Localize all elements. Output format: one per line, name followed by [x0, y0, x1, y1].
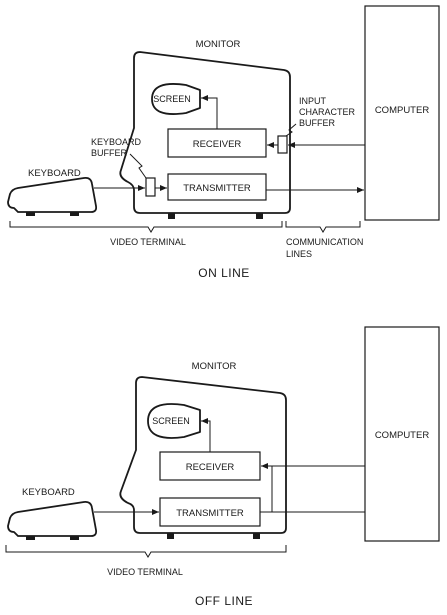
offline-loopback-arrow: [260, 463, 273, 513]
online-receiver-label: RECEIVER: [193, 139, 242, 150]
online-foot-right: [256, 213, 263, 219]
online-caption: ON LINE: [198, 266, 250, 280]
offline-video-terminal-label: VIDEO TERMINAL: [107, 567, 183, 577]
offline-receiver-label: RECEIVER: [186, 462, 235, 473]
online-communication-lines-label-1: COMMUNICATION: [286, 237, 363, 247]
online-video-terminal-brace: [9, 221, 283, 233]
online-foot-left: [168, 213, 175, 219]
online-keyboard-buffer-pointer: [129, 153, 147, 179]
online-input-buffer-label-1: INPUT: [299, 96, 327, 106]
online-keyboard-foot-right: [70, 212, 79, 216]
online-communication-lines-brace: [285, 221, 361, 233]
online-monitor-body: [119, 51, 291, 214]
online-screen-crt: [151, 83, 201, 115]
online-keyboard-foot-left: [26, 212, 35, 216]
online-video-terminal-label: VIDEO TERMINAL: [110, 237, 186, 247]
offline-monitor-body: [119, 376, 287, 534]
offline-foot-left: [167, 533, 174, 539]
online-keyboard-buffer-label-2: BUFFER: [91, 148, 128, 158]
offline-monitor-label: MONITOR: [192, 361, 237, 372]
online-communication-lines-label-2: LINES: [286, 249, 312, 259]
offline-computer-box: [364, 326, 440, 542]
offline-transmitter-label: TRANSMITTER: [176, 508, 244, 519]
online-keyboard-buffer-label-1: KEYBOARD: [91, 137, 142, 147]
offline-keyboard-label: KEYBOARD: [22, 487, 75, 498]
offline-video-terminal-brace: [5, 545, 287, 558]
offline-caption: OFF LINE: [195, 594, 253, 608]
online-diagram: COMPUTER MONITOR SCREEN RECEIVER TRANSMI…: [7, 5, 440, 280]
offline-keyboard: [7, 500, 98, 537]
online-keyboard-buffer: [145, 177, 156, 197]
offline-receiver-to-screen-arrow: [201, 418, 211, 452]
online-keyboard: [7, 176, 98, 213]
online-receiver-to-screen-arrow: [201, 95, 218, 129]
offline-screen-crt: [147, 403, 201, 439]
online-input-buffer: [277, 135, 288, 154]
offline-computer-label: COMPUTER: [375, 430, 430, 441]
offline-screen-label: SCREEN: [152, 416, 190, 426]
online-transmitter-box: [167, 173, 267, 201]
online-computer-label: COMPUTER: [375, 105, 430, 116]
online-screen-label: SCREEN: [153, 94, 191, 104]
offline-foot-right: [253, 533, 260, 539]
offline-transmitter-box: [159, 497, 261, 527]
online-keyboard-label: KEYBOARD: [28, 168, 81, 179]
online-transmitter-label: TRANSMITTER: [183, 183, 251, 194]
offline-keyboard-foot-right: [70, 536, 79, 540]
online-input-buffer-label-2: CHARACTER: [299, 107, 356, 117]
online-monitor-label: MONITOR: [196, 39, 241, 50]
offline-diagram: COMPUTER MONITOR SCREEN RECEIVER TRANSMI…: [5, 326, 440, 608]
online-computer-box: [364, 5, 440, 221]
online-input-buffer-pointer: [285, 123, 297, 137]
online-input-buffer-label-3: BUFFER: [299, 118, 336, 128]
offline-keyboard-foot-left: [26, 536, 35, 540]
